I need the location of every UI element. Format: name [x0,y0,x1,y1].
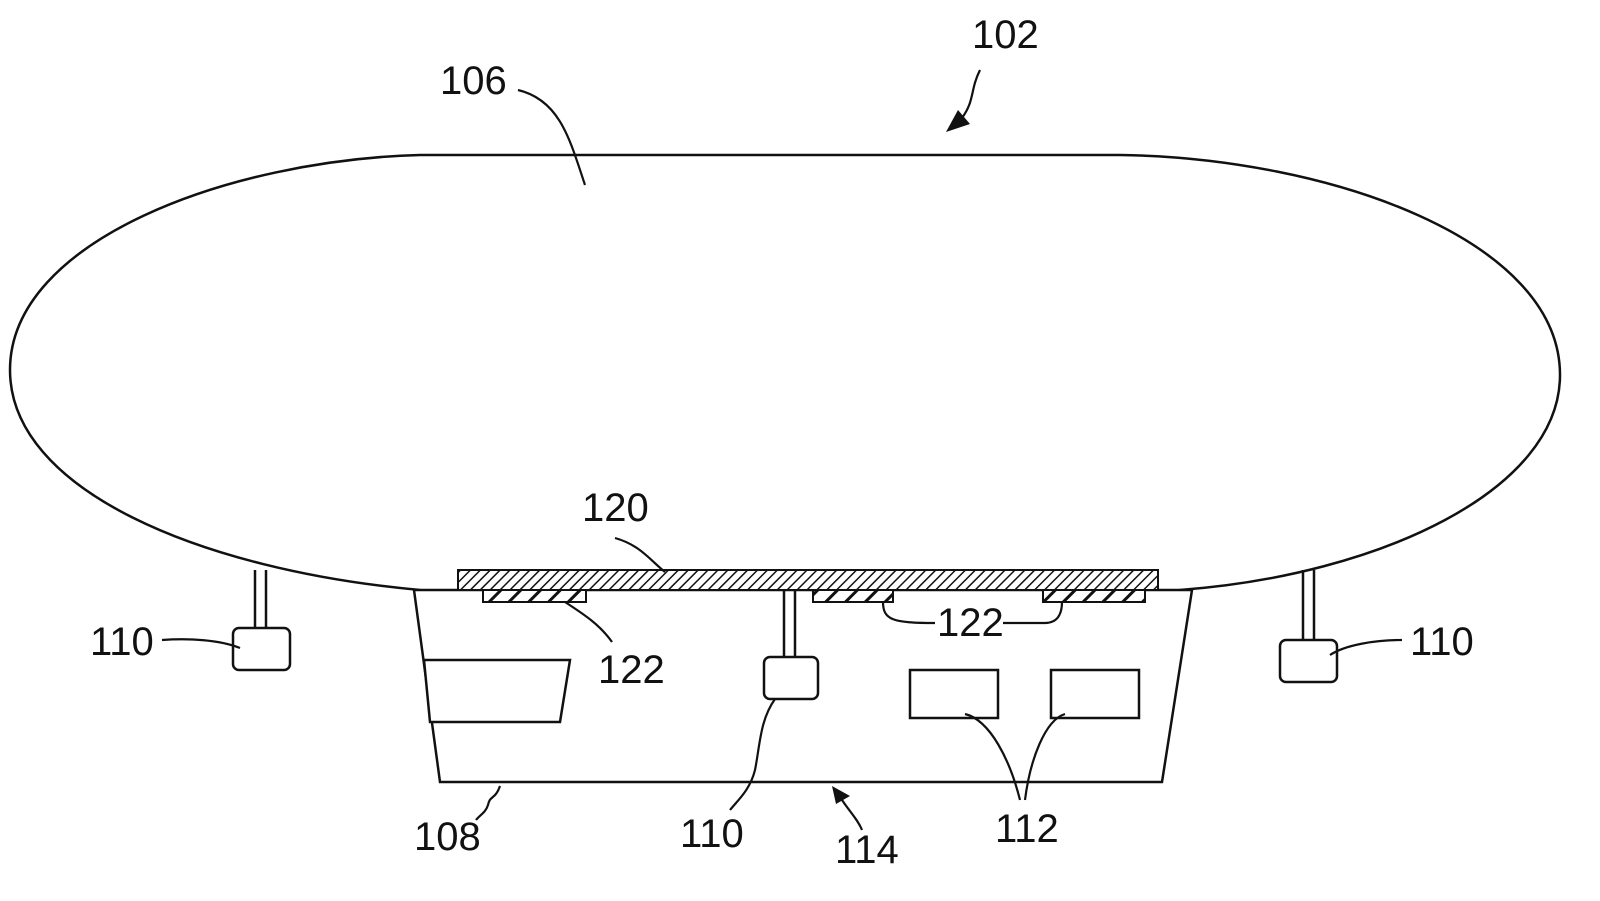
leader-106 [517,88,587,186]
leader-122-right [1003,601,1064,625]
leader-108 [475,785,502,821]
leader-122-left [564,601,613,643]
leader-110-center [729,698,776,811]
arrow-102 [946,110,970,132]
leader-112-left [964,712,1022,801]
solar-array [457,569,1159,591]
panel-middle [812,589,894,603]
label-114: 114 [835,828,899,872]
label-122-left: 122 [598,648,665,692]
component-box-left [908,668,1000,720]
label-110-left: 110 [90,620,154,664]
leader-112-right [1023,712,1066,801]
component-box-right [1049,668,1141,720]
arrow-114 [832,786,850,804]
leader-120 [614,536,666,573]
leader-122-mid [881,601,936,625]
label-110-center: 110 [680,812,744,856]
thruster-right [1278,638,1339,684]
thruster-left [231,626,292,672]
gondola-compartment [422,658,572,724]
label-106: 106 [440,59,507,103]
leader-114 [841,799,864,831]
panel-right [1042,589,1146,603]
panel-left [482,589,587,603]
label-120: 120 [582,486,649,530]
label-108: 108 [414,815,481,859]
label-112: 112 [995,807,1059,851]
envelope-outline [8,153,1562,592]
label-110-right: 110 [1410,620,1474,664]
label-102: 102 [972,13,1039,57]
leader-110-left [161,638,241,650]
leader-102 [961,69,981,119]
thruster-center [762,655,820,701]
label-122-mid: 122 [937,601,1004,645]
leader-110-right [1329,638,1403,656]
